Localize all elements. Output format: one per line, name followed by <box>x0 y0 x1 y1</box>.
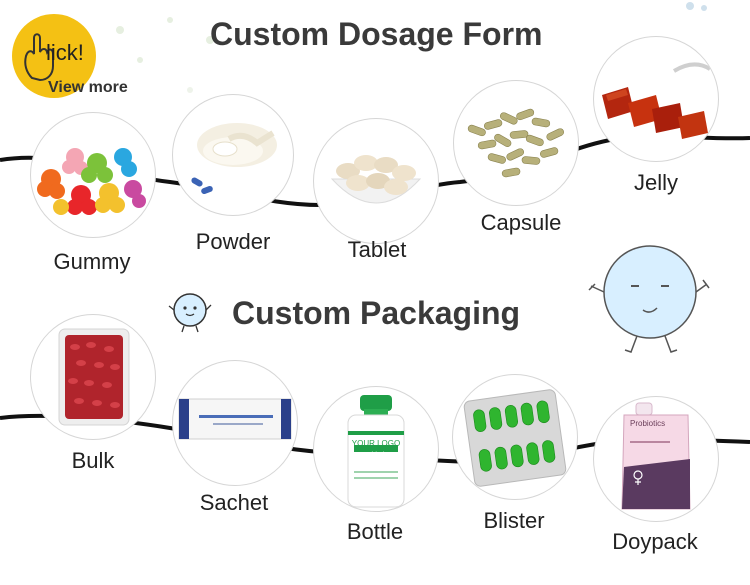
capsule-label: Capsule <box>480 210 562 235</box>
capsules-icon <box>467 108 564 178</box>
jelly-label: Jelly <box>633 170 679 195</box>
powder-image[interactable] <box>172 94 294 216</box>
bottle-product-text: Probiotics <box>360 452 392 459</box>
jelly-image[interactable] <box>593 36 719 162</box>
mascot-small-icon <box>168 293 212 333</box>
gummy-bears-icon <box>37 148 146 215</box>
gummy-image[interactable] <box>30 112 156 238</box>
dosage-section-title: Custom Dosage Form <box>210 16 543 52</box>
bottle-label: Bottle <box>346 519 404 544</box>
blister-label: Blister <box>483 508 545 533</box>
doypack-label: Doypack <box>612 529 698 554</box>
mascot-large-icon <box>588 245 710 353</box>
sachet-icon <box>178 398 292 440</box>
sachet-label: Sachet <box>199 490 269 515</box>
bulk-bag-icon <box>58 328 130 426</box>
bottle-logo-text: YOUR LOGO <box>351 439 401 448</box>
powder-scoop-icon <box>191 123 277 195</box>
blister-image[interactable] <box>452 374 578 500</box>
capsule-image[interactable] <box>453 80 579 206</box>
gummy-label: Gummy <box>53 249 131 274</box>
hand-cursor-icon <box>24 33 54 82</box>
jelly-cubes-icon <box>602 62 712 139</box>
sachet-image[interactable] <box>172 360 298 486</box>
doypack-product-text: Probiotics <box>630 419 666 428</box>
view-more-link[interactable]: View more <box>48 79 128 96</box>
tablet-image[interactable] <box>313 118 439 244</box>
powder-label: Powder <box>195 229 271 254</box>
doypack-image[interactable]: Probiotics <box>593 396 719 522</box>
bottle-image[interactable]: YOUR LOGO Probiotics <box>313 386 439 512</box>
blister-pack-icon <box>463 389 567 487</box>
doypack-pouch-icon <box>621 402 691 510</box>
packaging-section-title: Custom Packaging <box>232 295 521 331</box>
tablet-bowl-icon <box>330 155 422 204</box>
decorative-droplets-right <box>686 2 707 11</box>
bulk-image[interactable] <box>30 314 156 440</box>
click-text[interactable]: lick! <box>46 40 84 65</box>
tablet-label: Tablet <box>347 237 407 262</box>
bulk-label: Bulk <box>71 448 115 473</box>
bottle-icon <box>347 395 405 508</box>
